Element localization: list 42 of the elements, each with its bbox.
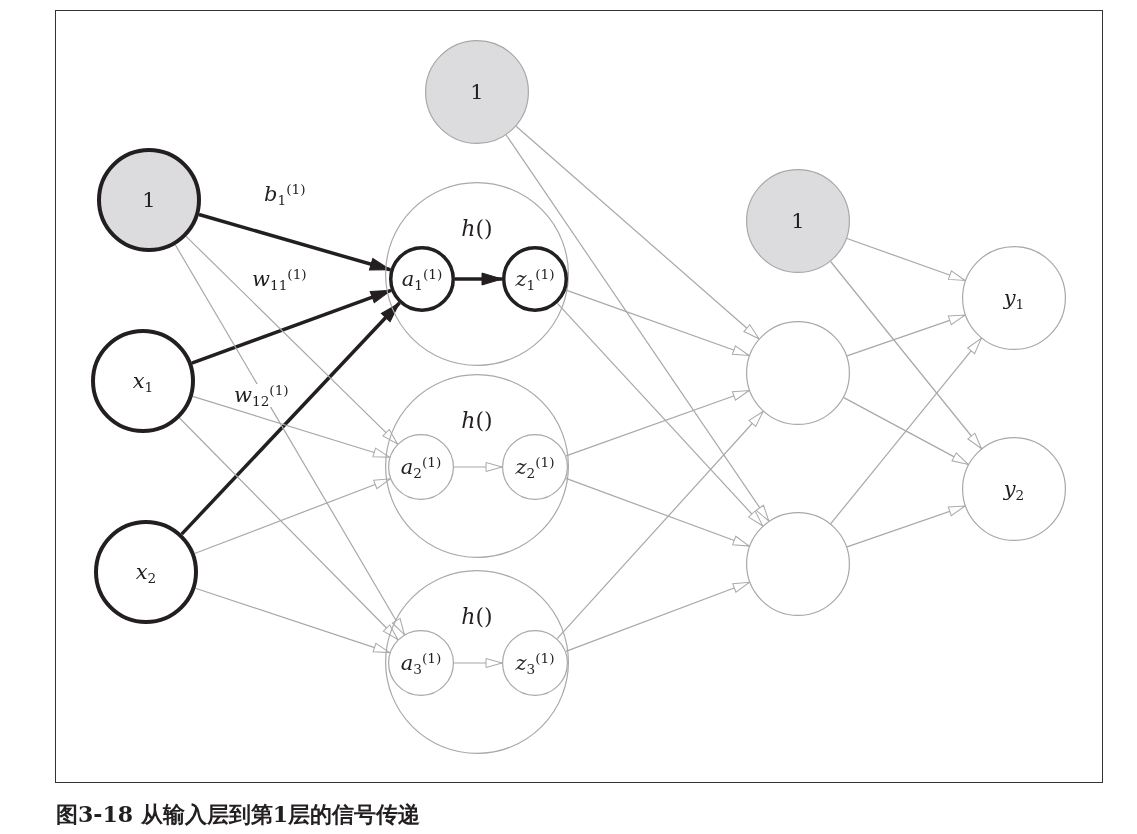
arrow: [174, 244, 405, 636]
arrow: [846, 505, 966, 548]
input-circle: x$_{1}$: [91, 329, 195, 433]
arrow: [194, 478, 391, 555]
bias-circle: 1: [746, 169, 850, 273]
function-label: h(): [461, 408, 493, 433]
arrow: [180, 301, 401, 536]
neuron-circle: y$_{1}$: [962, 246, 1066, 350]
arrow: [556, 410, 764, 640]
neuron-circle: [385, 182, 569, 366]
arrow: [455, 272, 503, 286]
function-label: h(): [461, 216, 493, 241]
arrow: [194, 587, 391, 654]
arrow: [192, 395, 391, 458]
function-label: h(): [461, 604, 493, 629]
arrow: [198, 212, 391, 272]
arrow: [178, 417, 399, 641]
neuron-circle: [385, 374, 569, 558]
arrow: [185, 235, 399, 445]
arrow: [843, 397, 969, 465]
bias-circle: 1: [97, 148, 201, 252]
arrow: [191, 288, 392, 365]
arrow: [846, 314, 966, 357]
arrow: [565, 389, 750, 457]
arrow: [505, 134, 770, 522]
neuron-circle: [746, 512, 850, 616]
arrow: [453, 658, 503, 668]
arrow: [830, 337, 982, 525]
neuron-circle: [385, 570, 569, 754]
neuron-circle: y$_{2}$: [962, 437, 1066, 541]
arrow: [846, 237, 966, 282]
arrow: [565, 477, 750, 547]
neuron-circle: [746, 321, 850, 425]
bias-circle: 1: [425, 40, 529, 144]
arrow: [515, 125, 760, 340]
figure-caption: 图3-18 从输入层到第1层的信号传递: [56, 800, 421, 829]
input-circle: x$_{2}$: [94, 520, 198, 624]
arrow: [565, 289, 750, 357]
arrow: [453, 462, 503, 472]
arrow: [556, 302, 764, 527]
arrow: [830, 260, 982, 450]
arrow: [565, 581, 750, 652]
